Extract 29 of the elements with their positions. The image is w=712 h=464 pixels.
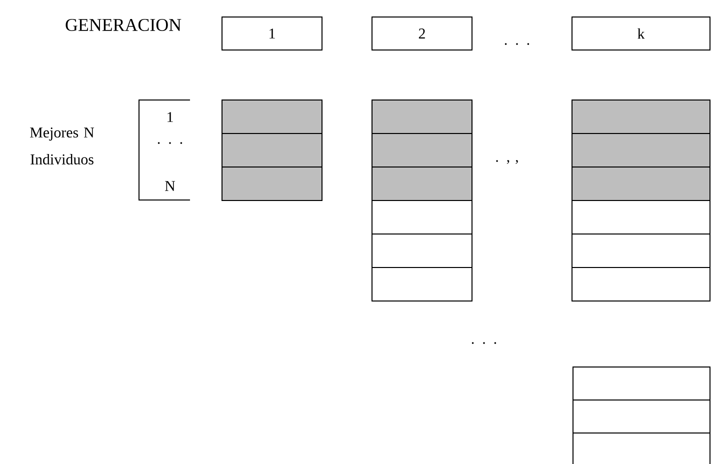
individual-cell <box>572 366 710 400</box>
individual-cell <box>572 200 710 234</box>
individual-cell <box>572 100 710 134</box>
index-label: N <box>165 181 176 191</box>
generation-box: 2 <box>372 16 472 50</box>
individual-cell <box>572 400 710 434</box>
individual-cell <box>572 432 710 464</box>
generation-box: k <box>572 16 710 50</box>
individual-cell <box>572 166 710 202</box>
individual-cell <box>222 166 322 202</box>
individual-cell <box>572 234 710 268</box>
individual-cell <box>372 166 472 202</box>
individual-cell <box>372 266 472 302</box>
heading: GENERACION <box>66 18 182 32</box>
individual-cell <box>372 100 472 134</box>
individual-cell <box>372 234 472 268</box>
individual-cell <box>572 266 710 302</box>
row-label: Mejores N Individuos <box>30 128 94 164</box>
ellipsis: . . . <box>472 342 496 344</box>
ellipsis: . . . <box>158 142 182 144</box>
ellipsis: . . . <box>504 43 530 45</box>
individual-cell <box>372 200 472 234</box>
individual-cell <box>372 132 472 168</box>
individual-cell <box>222 100 322 134</box>
individual-cell <box>572 132 710 168</box>
generation-box: 1 <box>222 16 322 50</box>
individual-cell <box>222 132 322 168</box>
ellipsis: . , , <box>496 160 518 164</box>
index-label: 1 <box>168 112 173 122</box>
